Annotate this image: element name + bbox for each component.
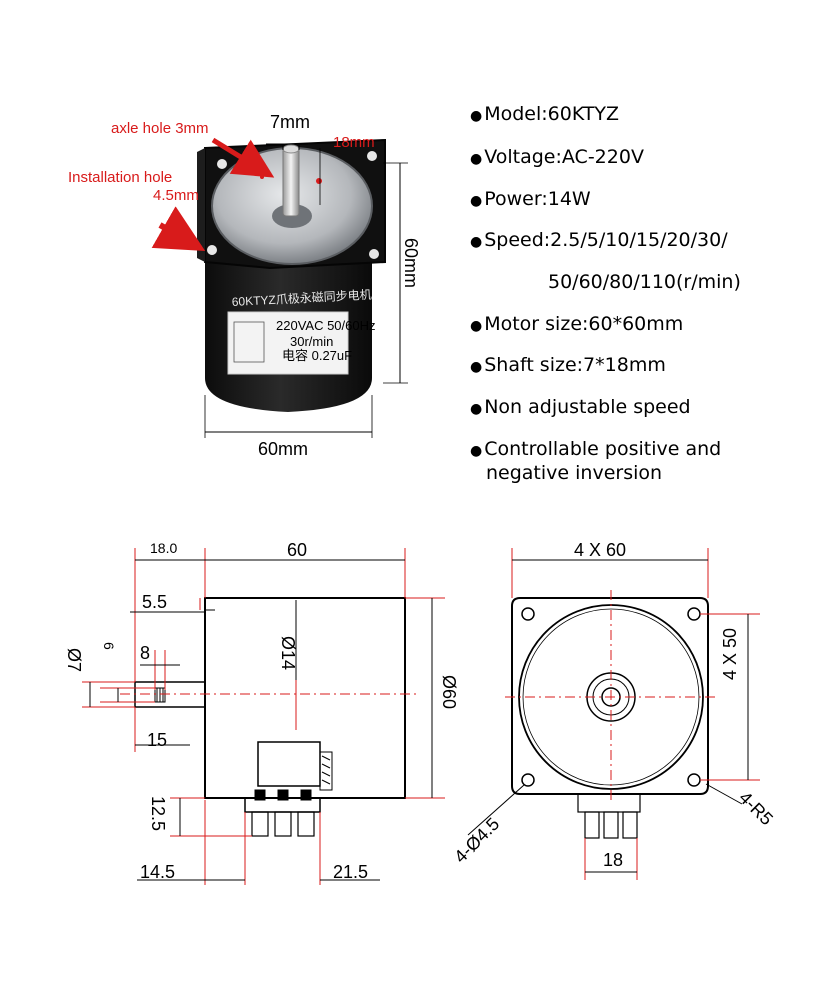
spec-voltage: ●Voltage:AC-220V	[470, 146, 644, 168]
dim-phi14: Ø14	[278, 636, 298, 670]
front-view-drawing	[511, 597, 709, 839]
dim-phi7: Ø7	[64, 648, 84, 672]
dim-holes: 4-Ø4.5	[450, 814, 503, 867]
spec-non-adjustable: ●Non adjustable speed	[470, 396, 691, 418]
motor-photo: 220VAC 50/60Hz 30r/min 电容 0.27uF 60KTYZ爪…	[197, 138, 386, 412]
dim-60-top: 60	[287, 540, 307, 560]
front-view-dim-lines	[467, 559, 749, 873]
height-label: 60mm	[401, 238, 421, 288]
side-view-ext-lines	[82, 548, 445, 885]
spec-power: ●Power:14W	[470, 188, 591, 210]
side-view-drawing	[120, 597, 420, 837]
spec-controllable: ●Controllable positive and	[470, 438, 722, 460]
dim-8: 8	[140, 643, 150, 663]
axle-hole-label: axle hole 3mm	[111, 120, 209, 137]
sticker-voltage: 220VAC 50/60Hz	[276, 318, 376, 333]
dim-14-5: 14.5	[140, 862, 175, 882]
front-view-red-lines	[505, 548, 760, 880]
dim-4x50: 4 X 50	[720, 628, 740, 680]
width-label: 60mm	[258, 439, 308, 459]
spec-controllable-cont: negative inversion	[486, 462, 663, 484]
dim-radius: 4-R5	[735, 787, 777, 829]
dim-15: 15	[147, 730, 167, 750]
spec-model: ●Model:60KTYZ	[470, 103, 620, 125]
motor-brand-text: 60KTYZ爪极永磁同步电机	[231, 287, 372, 309]
shaft-dia-label: 7mm	[270, 112, 310, 132]
side-view-dim-texts: 18.0 60 5.5 Ø7 6 8 Ø14 Ø60 15 12.5 14.5 …	[64, 540, 459, 882]
spec-speed-cont: 50/60/80/110(r/min)	[548, 271, 741, 293]
shaft-len-label: 18mm	[333, 134, 375, 151]
sticker-cap: 电容 0.27uF	[282, 348, 352, 363]
dim-6: 6	[101, 642, 117, 650]
dim-18-front: 18	[603, 850, 623, 870]
install-hole-label-1: Installation hole	[68, 169, 172, 186]
photo-annotations: axle hole 3mm 7mm 18mm Installation hole…	[68, 112, 421, 459]
dim-4x60: 4 X 60	[574, 540, 626, 560]
spec-motor-size: ●Motor size:60*60mm	[470, 313, 684, 335]
dim-18: 18.0	[150, 540, 177, 556]
side-view-dim-lines	[89, 559, 433, 881]
spec-speed: ●Speed:2.5/5/10/15/20/30/	[470, 229, 728, 251]
spec-shaft-size: ●Shaft size:7*18mm	[470, 354, 666, 376]
dim-5-5: 5.5	[142, 592, 167, 612]
sticker-speed: 30r/min	[290, 334, 333, 349]
dim-phi60: Ø60	[439, 675, 459, 709]
install-hole-label-2: 4.5mm	[153, 187, 199, 204]
dim-21-5: 21.5	[333, 862, 368, 882]
dim-12-5: 12.5	[148, 796, 168, 831]
